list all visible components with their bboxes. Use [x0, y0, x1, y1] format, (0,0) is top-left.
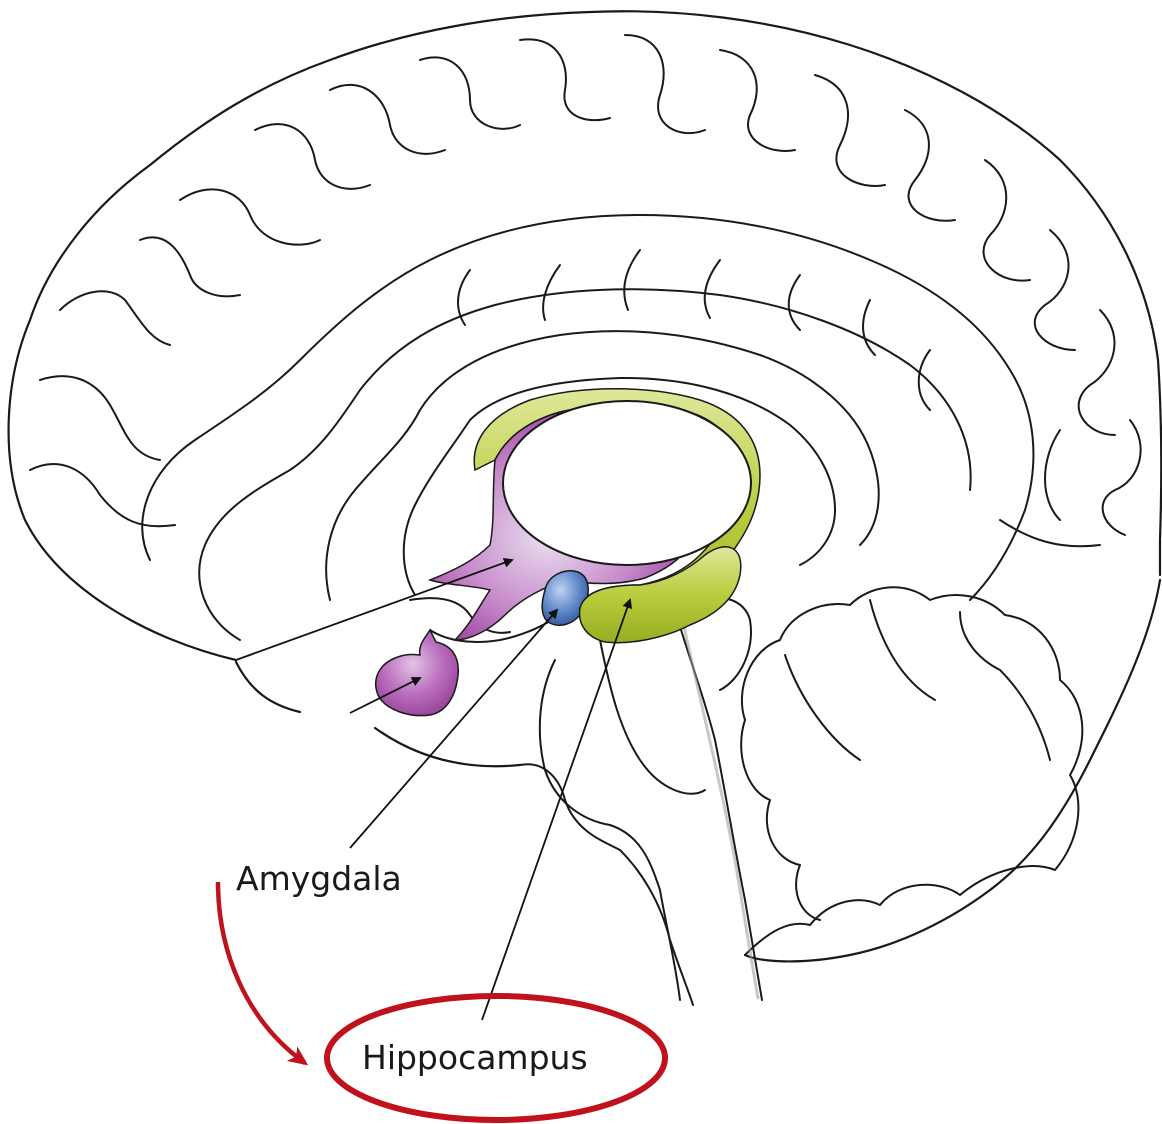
- pointer-line-amygdala: [350, 610, 557, 848]
- cerebellum-outline: [741, 587, 1082, 955]
- hippocampus-label: Hippocampus: [362, 1038, 588, 1077]
- pointer-lines: [236, 560, 630, 1020]
- brainstem-outline: [520, 764, 693, 1005]
- red-arrow: [218, 882, 305, 1063]
- pointer-line-hippocampus: [482, 600, 630, 1020]
- thalamus-oval: [503, 401, 751, 565]
- limbic-structures: [376, 389, 760, 716]
- amygdala-label: Amygdala: [236, 859, 402, 898]
- pointer-line-1: [236, 560, 512, 660]
- amygdala-purple: [376, 630, 459, 716]
